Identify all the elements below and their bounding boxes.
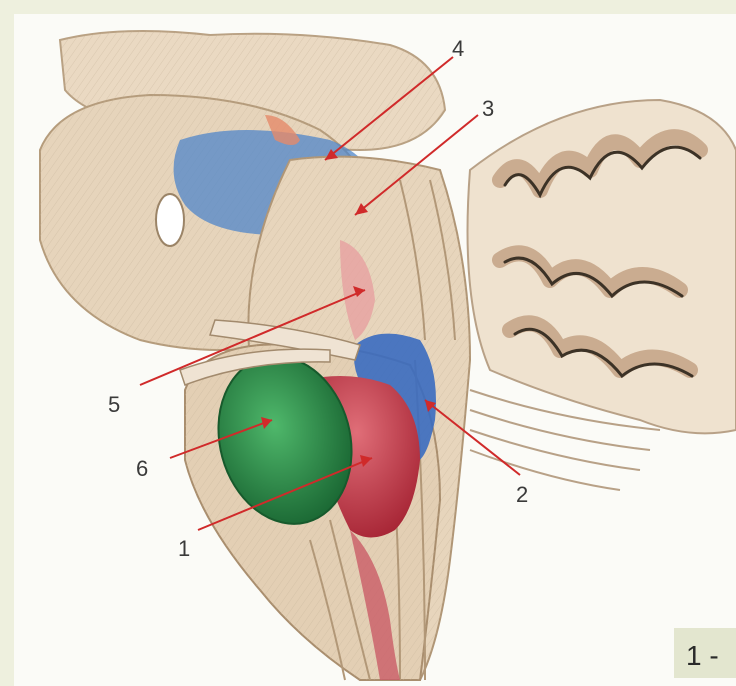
figure-caption: 1 - [686,640,719,672]
label-4: 4 [452,38,464,60]
label-5: 5 [108,394,120,416]
label-3: 3 [482,98,494,120]
label-6: 6 [136,458,148,480]
label-2: 2 [516,484,528,506]
label-1: 1 [178,538,190,560]
tract-stub [156,194,184,246]
